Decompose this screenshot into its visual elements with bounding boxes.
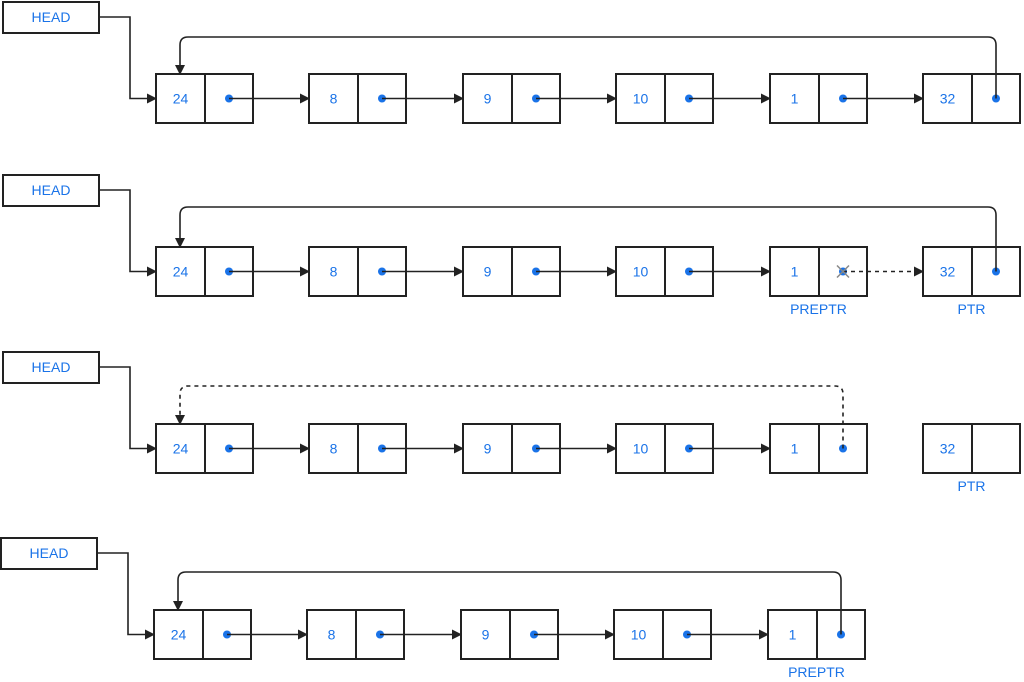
node-value: 24 [173,91,189,107]
head-label: HEAD [32,182,71,198]
node-10: 10 [615,73,771,124]
head-box [2,1,100,34]
circular-link-arrow [175,206,997,272]
node-value: 9 [482,627,490,643]
node-8: 8 [308,246,464,297]
head-arrow [99,366,157,454]
node-9: 9 [460,609,615,660]
node-value: 10 [633,91,649,107]
head-label: HEAD [32,359,71,375]
node-8: 8 [306,609,462,660]
node-1: 1 [769,73,924,124]
head-label: HEAD [30,545,69,561]
node-1: 1 [769,423,868,474]
cross-icon [836,264,850,279]
node-value: 24 [173,264,189,280]
node-10: 10 [615,423,771,474]
pointer-label-ptr: PTR [958,478,986,494]
node-value: 24 [171,627,187,643]
node-9: 9 [462,73,617,124]
circular-link-arrow [175,385,844,449]
list-row-1: HEAD 24 8 9 10 1 32 [2,1,1021,124]
node-value: 24 [173,441,189,457]
node-value: 10 [633,264,649,280]
node-10: 10 [615,246,771,297]
node-value: 32 [940,264,956,280]
circular-link-arrow [173,571,842,635]
node-24: 24 [155,246,310,297]
node-9: 9 [462,246,617,297]
node-value: 8 [330,264,338,280]
node-value: 9 [484,264,492,280]
pointer-label-preptr: PREPTR [790,301,847,317]
node-value: 8 [330,441,338,457]
node-9: 9 [462,423,617,474]
node-value: 1 [789,627,797,643]
node-value: 1 [791,264,799,280]
node-value: 8 [328,627,336,643]
node-24: 24 [155,73,310,124]
pointer-label-preptr: PREPTR [788,664,845,680]
head-arrow [99,16,157,104]
node-value: 1 [791,441,799,457]
node-value: 9 [484,91,492,107]
circular-link-arrow [175,36,997,99]
node-32: 32 [922,73,1021,124]
head-arrow [97,552,155,640]
node-value: 1 [791,91,799,107]
head-box [0,537,98,570]
node-value: 32 [940,441,956,457]
node-value: 9 [484,441,492,457]
node-8: 8 [308,423,464,474]
node-value: 10 [631,627,647,643]
head-box [2,351,100,384]
head-box [2,174,100,207]
pointer-label-ptr: PTR [958,301,986,317]
node-24: 24 [153,609,308,660]
node-8: 8 [308,73,464,124]
head-label: HEAD [32,9,71,25]
node-value: 10 [633,441,649,457]
node-value: 32 [940,91,956,107]
node-24: 24 [155,423,310,474]
node-10: 10 [613,609,769,660]
head-arrow [99,189,157,277]
node-value: 8 [330,91,338,107]
